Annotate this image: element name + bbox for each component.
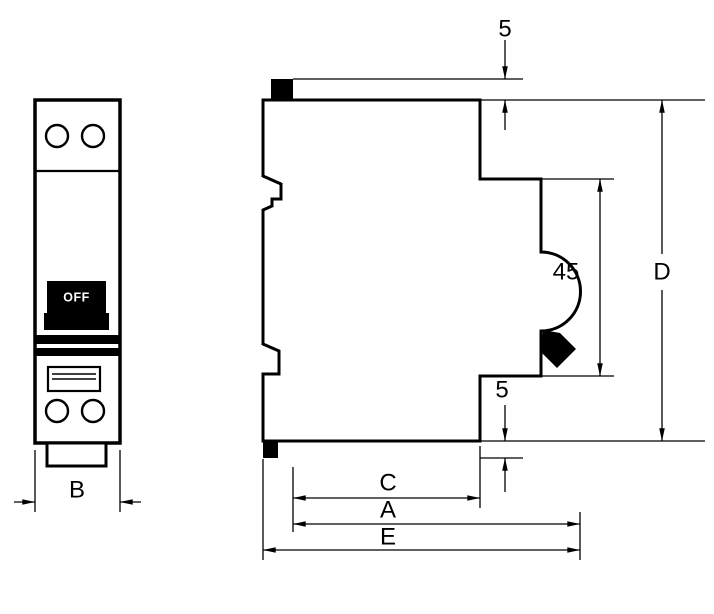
dim-label-b: B bbox=[69, 477, 85, 504]
toggle-switch-label: OFF bbox=[63, 291, 90, 305]
terminal-screw-bottom-right bbox=[80, 398, 106, 424]
dim-label-45: 45 bbox=[553, 259, 580, 286]
dim-label-5-bottom: 5 bbox=[495, 377, 508, 404]
side-view: 5 45 D 5 C A E bbox=[261, 16, 705, 560]
terminal-screw-bottom-left bbox=[44, 398, 70, 424]
dim-label-5-top: 5 bbox=[498, 16, 511, 43]
terminal-screw-top-left bbox=[44, 123, 70, 149]
toggle-switch bbox=[47, 281, 106, 313]
din-clip-bottom bbox=[263, 440, 278, 458]
front-stripe-lower bbox=[35, 348, 120, 356]
front-bottom-tab bbox=[45, 441, 108, 468]
din-clip-top bbox=[271, 79, 293, 101]
dim-label-c: C bbox=[379, 470, 396, 497]
dim-label-d: D bbox=[653, 259, 670, 286]
toggle-switch-base bbox=[44, 313, 109, 330]
dim-label-a: A bbox=[380, 497, 396, 524]
terminal-screw-top-right bbox=[80, 123, 106, 149]
toggle-lever-side bbox=[541, 330, 576, 368]
front-stripe-upper bbox=[35, 335, 120, 344]
front-view: OFF B bbox=[14, 98, 141, 512]
side-body-outline bbox=[261, 98, 582, 443]
dim-label-e: E bbox=[380, 524, 396, 551]
